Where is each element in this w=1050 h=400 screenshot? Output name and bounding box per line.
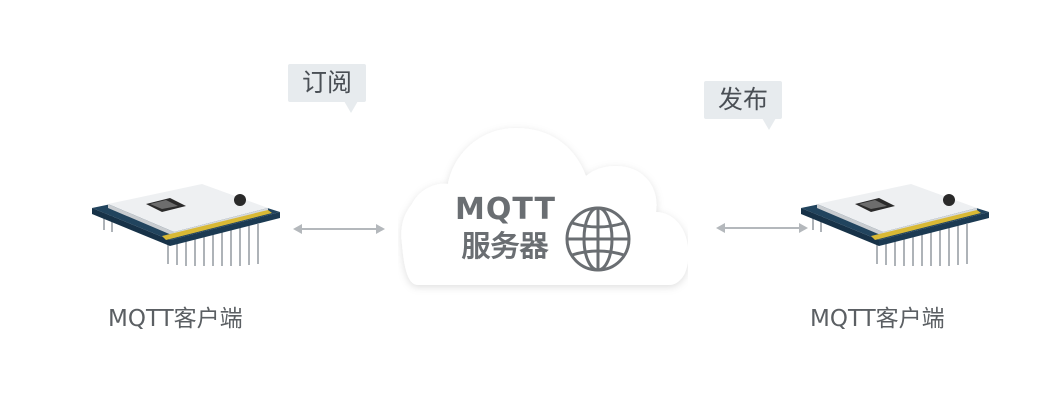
publish-label: 发布 bbox=[704, 81, 783, 119]
subscribe-label: 订阅 bbox=[288, 64, 367, 102]
right-double-arrow bbox=[716, 223, 808, 233]
left-client-label: MQTT客户端 bbox=[108, 306, 243, 332]
bubble-tail-icon bbox=[762, 118, 776, 130]
server-subtitle: 服务器 bbox=[461, 229, 549, 263]
mqtt-server-label: MQTT 服务器 bbox=[455, 192, 555, 264]
globe-icon bbox=[565, 206, 631, 272]
publish-bubble: 发布 bbox=[704, 81, 783, 130]
subscribe-bubble: 订阅 bbox=[288, 64, 367, 113]
right-client-label: MQTT客户端 bbox=[810, 306, 945, 332]
cloud-shape bbox=[401, 128, 688, 285]
left-module-image bbox=[92, 184, 280, 266]
right-module-image bbox=[801, 184, 989, 266]
bubble-tail-icon bbox=[344, 101, 358, 113]
left-double-arrow bbox=[293, 224, 385, 234]
server-title: MQTT bbox=[455, 192, 556, 227]
